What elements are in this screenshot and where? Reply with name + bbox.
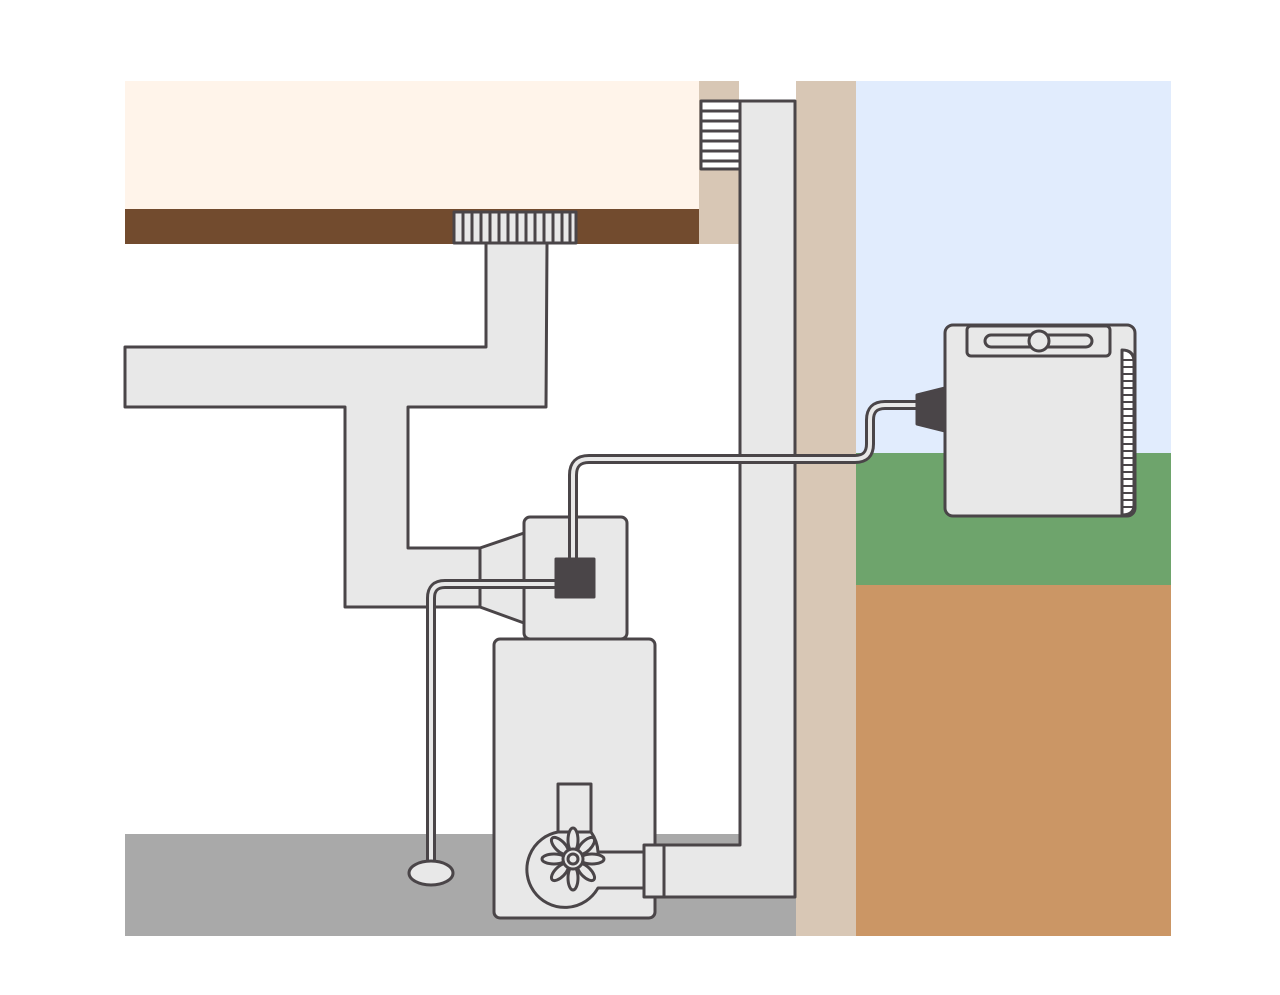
floor-drain <box>407 859 455 887</box>
blower-collar <box>642 843 666 899</box>
condenser-fin-lines <box>1122 359 1134 508</box>
floor-slab <box>125 209 699 244</box>
blower-icon <box>540 826 606 892</box>
condenser-fan-icon <box>983 329 1094 353</box>
exterior-wall <box>796 81 856 936</box>
coil-connection-block <box>554 557 596 599</box>
upstairs-room <box>125 81 699 209</box>
soil <box>856 585 1171 936</box>
condenser-fins <box>1120 348 1136 517</box>
floor-register <box>452 210 578 245</box>
floor-register-slats <box>461 212 572 243</box>
supply-duct <box>123 242 549 609</box>
refrigerant-line-inner <box>571 403 920 562</box>
plenum-transition <box>478 531 526 625</box>
condensate-drain-line-inner <box>429 582 560 864</box>
vent-louver-slats <box>700 109 741 163</box>
blower-outlet-stub <box>556 782 593 836</box>
service-valve <box>915 386 947 433</box>
